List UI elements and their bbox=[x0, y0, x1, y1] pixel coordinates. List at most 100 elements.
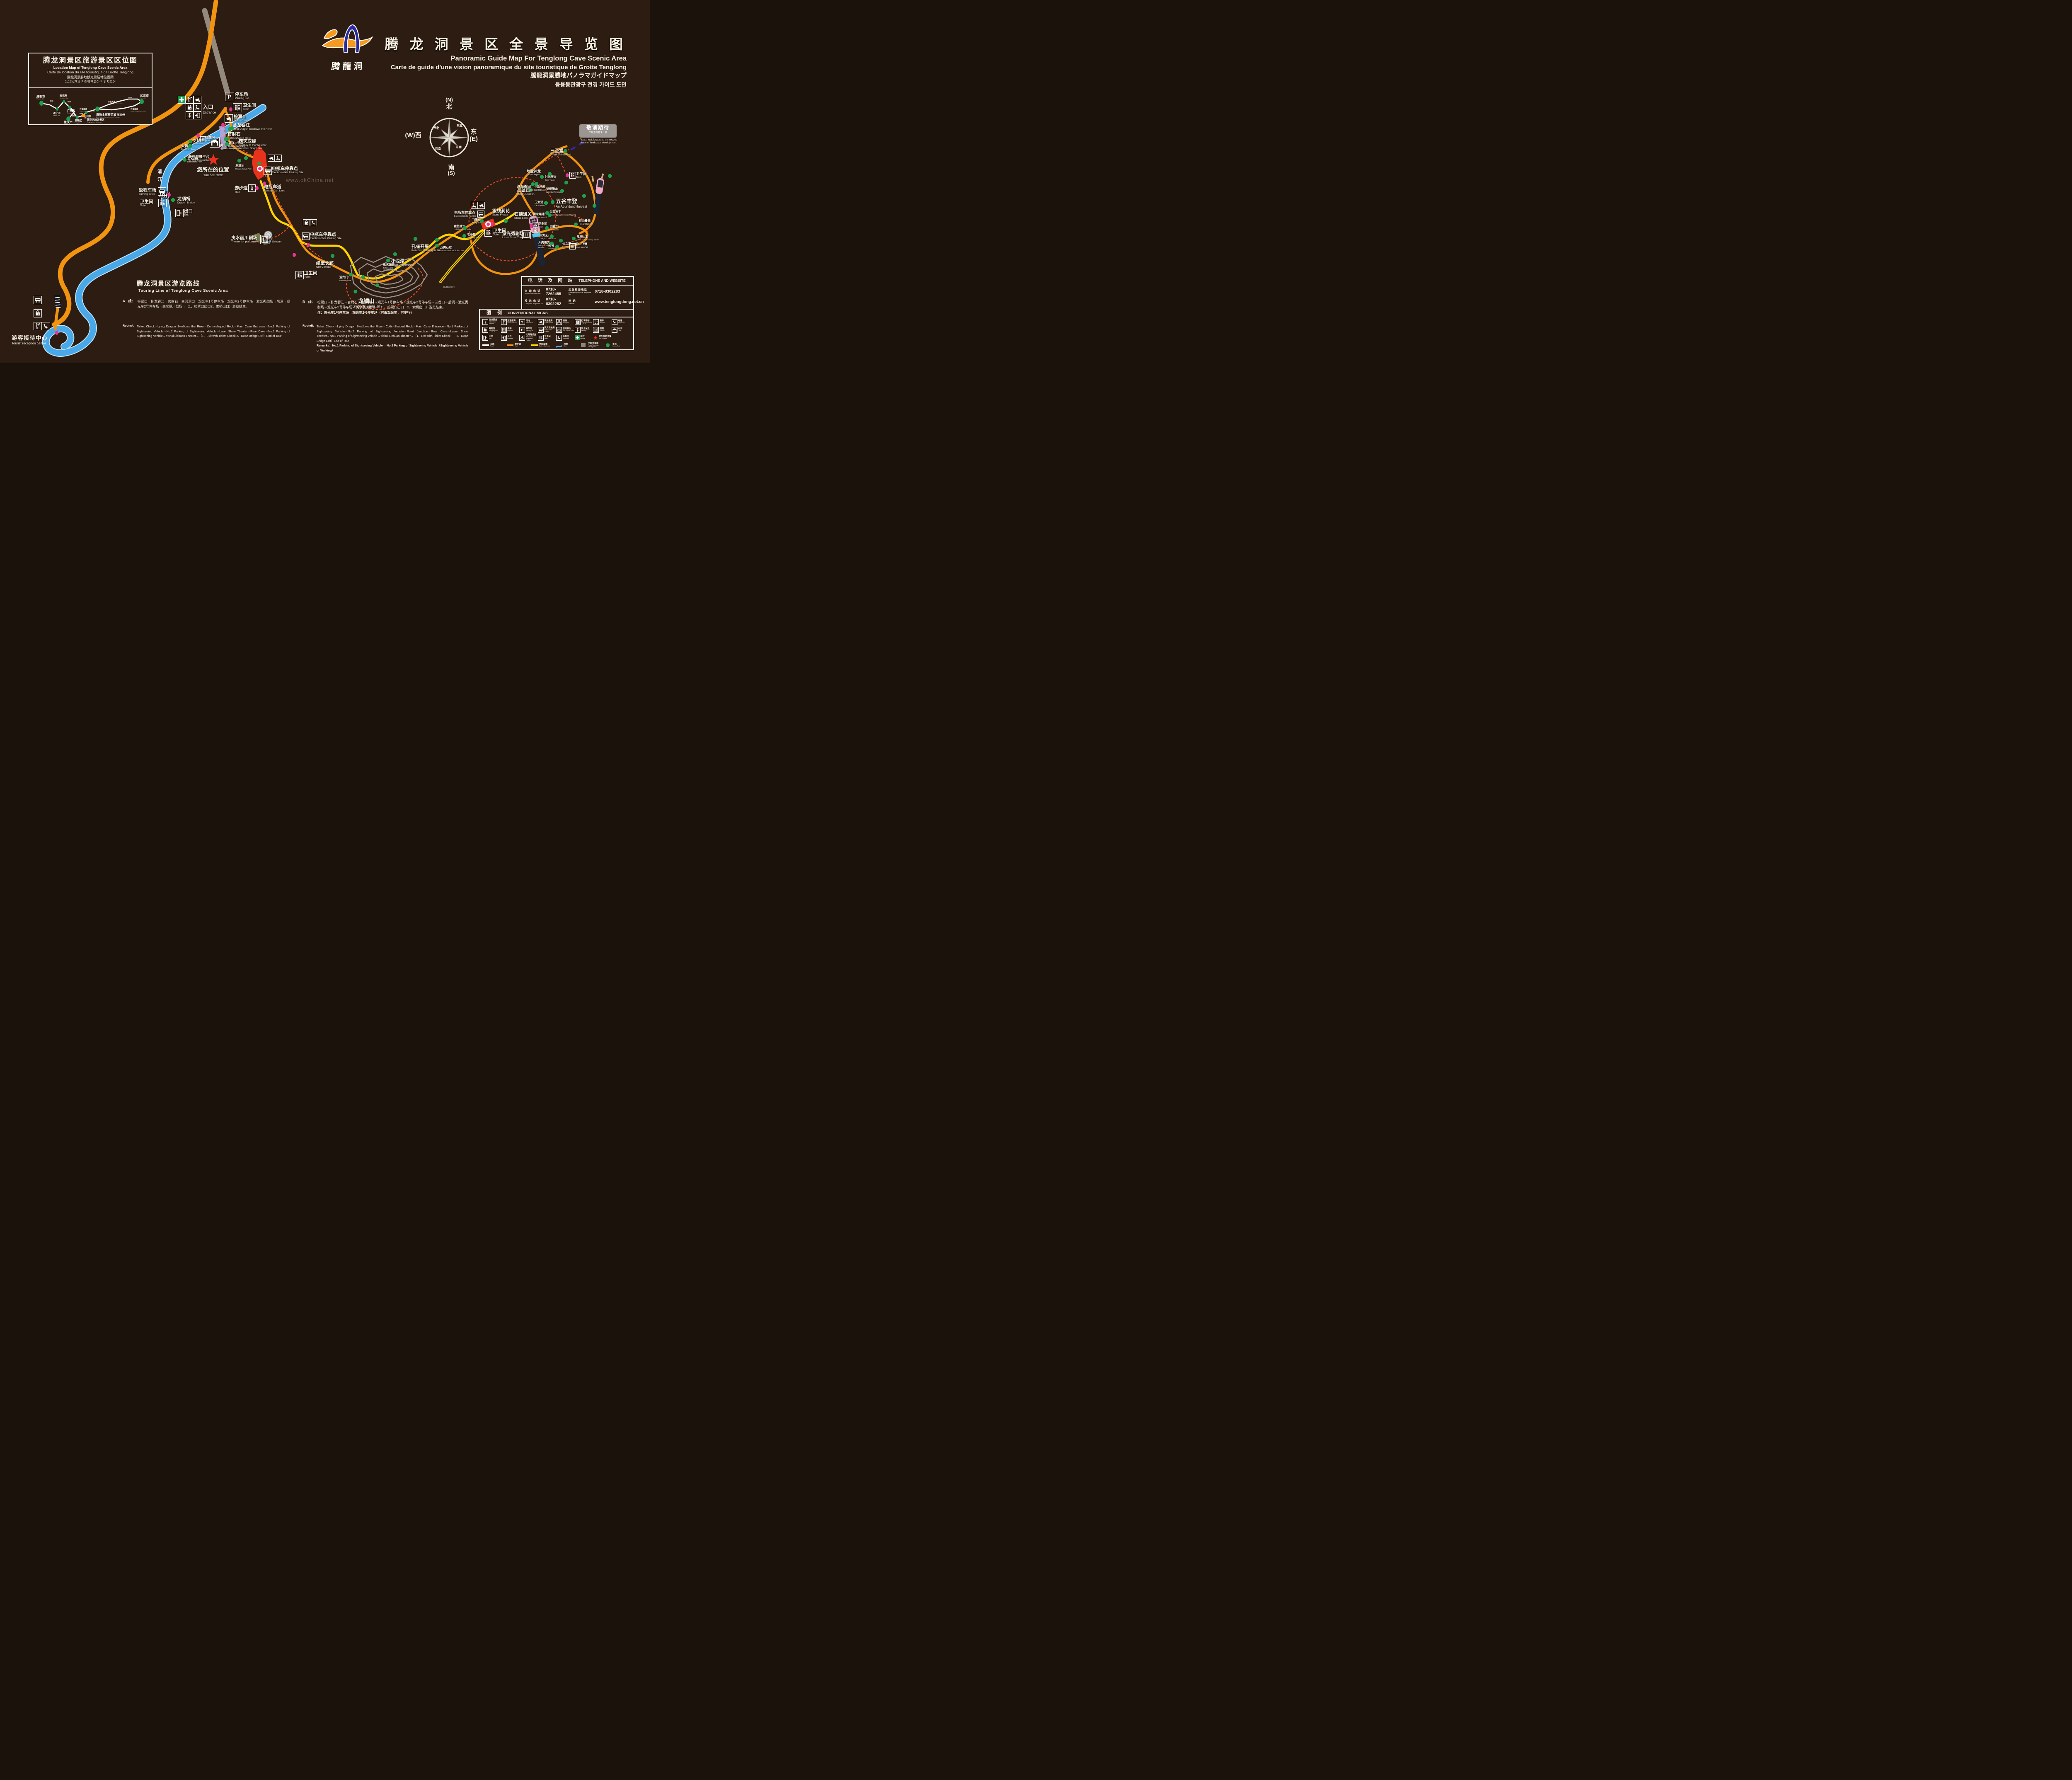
legend-item-en: Parking Lot bbox=[526, 330, 533, 332]
scenic-spot-dot bbox=[529, 188, 533, 192]
legend-line-en: Phase Two Under Development bbox=[588, 344, 599, 348]
label-zh: 卫生间 bbox=[243, 103, 256, 108]
label-en: Toilet bbox=[140, 204, 147, 208]
qingjiang-river bbox=[42, 104, 266, 357]
phone-item-zh: 应急救援电话 bbox=[568, 288, 587, 292]
legend-line-en: Road bbox=[490, 345, 494, 347]
label-zh: 迎宾门 bbox=[339, 276, 348, 279]
scenic-spot-dot bbox=[548, 172, 552, 176]
label-en: Toilet bbox=[243, 108, 249, 111]
scenic-spot-dot bbox=[544, 201, 548, 205]
bus-icon bbox=[537, 327, 544, 333]
route-b-note: 注：观光车1号停车场→观光车2号停车场（可乘观光车，可步行） bbox=[317, 310, 414, 315]
label-zh: 龟水润菇 bbox=[383, 264, 395, 266]
phone-item-value: 0718-8302283 bbox=[594, 289, 620, 294]
label-en: Toilet bbox=[493, 233, 500, 237]
legend-line-zh: 电瓶车道 bbox=[539, 343, 548, 346]
rest-icon bbox=[275, 155, 282, 162]
label-en: Ticket Check bbox=[234, 119, 249, 123]
legend-item-en: Elevator bbox=[507, 330, 513, 332]
compass-west: (W)西 bbox=[405, 132, 421, 139]
label-en: Ancient Riverbed of Qingjiang River bbox=[229, 145, 245, 150]
label-en: Cave Waterfall bbox=[576, 246, 588, 249]
inset-city-name-en: Guang'an City bbox=[67, 112, 75, 114]
scenic-spot-dot bbox=[480, 219, 484, 223]
shopping-icon bbox=[303, 219, 310, 226]
legend-item-en: Tourist Service bbox=[507, 322, 517, 324]
scenic-spot-dot bbox=[555, 245, 559, 249]
label-en: Entrance bbox=[203, 110, 216, 114]
scenic-spot-dot bbox=[574, 223, 578, 226]
label-zh: 四重门 bbox=[550, 225, 559, 228]
label-en: Longevity Star bbox=[467, 237, 479, 239]
label-zh: 硝坑 bbox=[548, 244, 554, 247]
label-en: Journey to the West for Buddhist Scriptu… bbox=[239, 144, 267, 150]
waterfall-icon bbox=[569, 243, 576, 249]
guide-icon bbox=[186, 96, 194, 104]
facility-dot bbox=[490, 222, 494, 226]
label-zh: 飞来石 bbox=[472, 218, 481, 221]
label-zh: 电瓶车停靠点 bbox=[272, 166, 298, 171]
inset-city-name: 武汉市 bbox=[140, 94, 149, 97]
label-en: Fairy Dragon bbox=[527, 173, 540, 176]
label-zh: 金鱼吐水 bbox=[454, 225, 465, 228]
question-icon bbox=[519, 319, 525, 325]
inset-road-label-en: Shanghai-Chongqing Express Highway bbox=[80, 111, 96, 112]
parking-icon bbox=[519, 327, 525, 333]
laser-theater-structure bbox=[528, 216, 546, 266]
legend-item-en: Reception bbox=[563, 322, 569, 324]
phone-item-en: Emergency Rescue Telephone No. bbox=[568, 291, 591, 295]
label-zh: 绝壁长廊 bbox=[316, 261, 334, 266]
scenic-spot-dot bbox=[463, 226, 467, 230]
security-icon bbox=[186, 111, 194, 119]
inset-title-en: Location Map of Tenglong Cave Scenic Are… bbox=[53, 65, 128, 70]
label-en: Toilet bbox=[206, 140, 211, 142]
label-zh: 水杉林 bbox=[193, 138, 204, 142]
rest-icon bbox=[310, 219, 317, 226]
toilet-icon bbox=[233, 103, 242, 112]
toilet-icon bbox=[158, 199, 167, 207]
label-zh: 电瓶车停靠点 bbox=[310, 232, 336, 237]
compass-nw: 西北 bbox=[433, 127, 439, 130]
legend-item-en: Luggage Deposit bbox=[581, 322, 592, 324]
facility-dot bbox=[530, 224, 533, 228]
legend-item-zh: 电话 bbox=[618, 320, 622, 322]
facility-dot bbox=[229, 107, 232, 111]
toilet-icon bbox=[200, 136, 206, 142]
route-b-en: RouteB: Ticket Check→Lying Dragon Swallo… bbox=[303, 324, 468, 353]
label-zh: 返程车场 bbox=[139, 188, 156, 193]
elevator-icon bbox=[501, 327, 507, 333]
theatre-icon bbox=[522, 230, 531, 239]
legend-item-zh: 问询 bbox=[526, 320, 530, 322]
inset-city-name: 利川市 bbox=[83, 115, 91, 118]
scenic-spot-dot bbox=[551, 200, 554, 204]
scenic-spot-dot bbox=[435, 244, 439, 247]
label-zh: 卫生间 bbox=[493, 228, 506, 233]
legend-item-zh: 票务服务 bbox=[544, 320, 553, 322]
dragons-scale-hill-shape bbox=[350, 256, 428, 299]
rest-icon bbox=[194, 104, 201, 111]
label-en: Electromobile Parking Site bbox=[310, 237, 342, 240]
label-zh: 西天取经 bbox=[239, 139, 256, 144]
inset-city-name-en: Tenglong Cave Scenic Area bbox=[87, 121, 102, 123]
scenic-spot-dot bbox=[257, 162, 261, 165]
ticket-icon bbox=[268, 155, 275, 162]
inset-city-dot bbox=[140, 99, 144, 104]
label-zh: 火棘林 bbox=[181, 144, 192, 148]
